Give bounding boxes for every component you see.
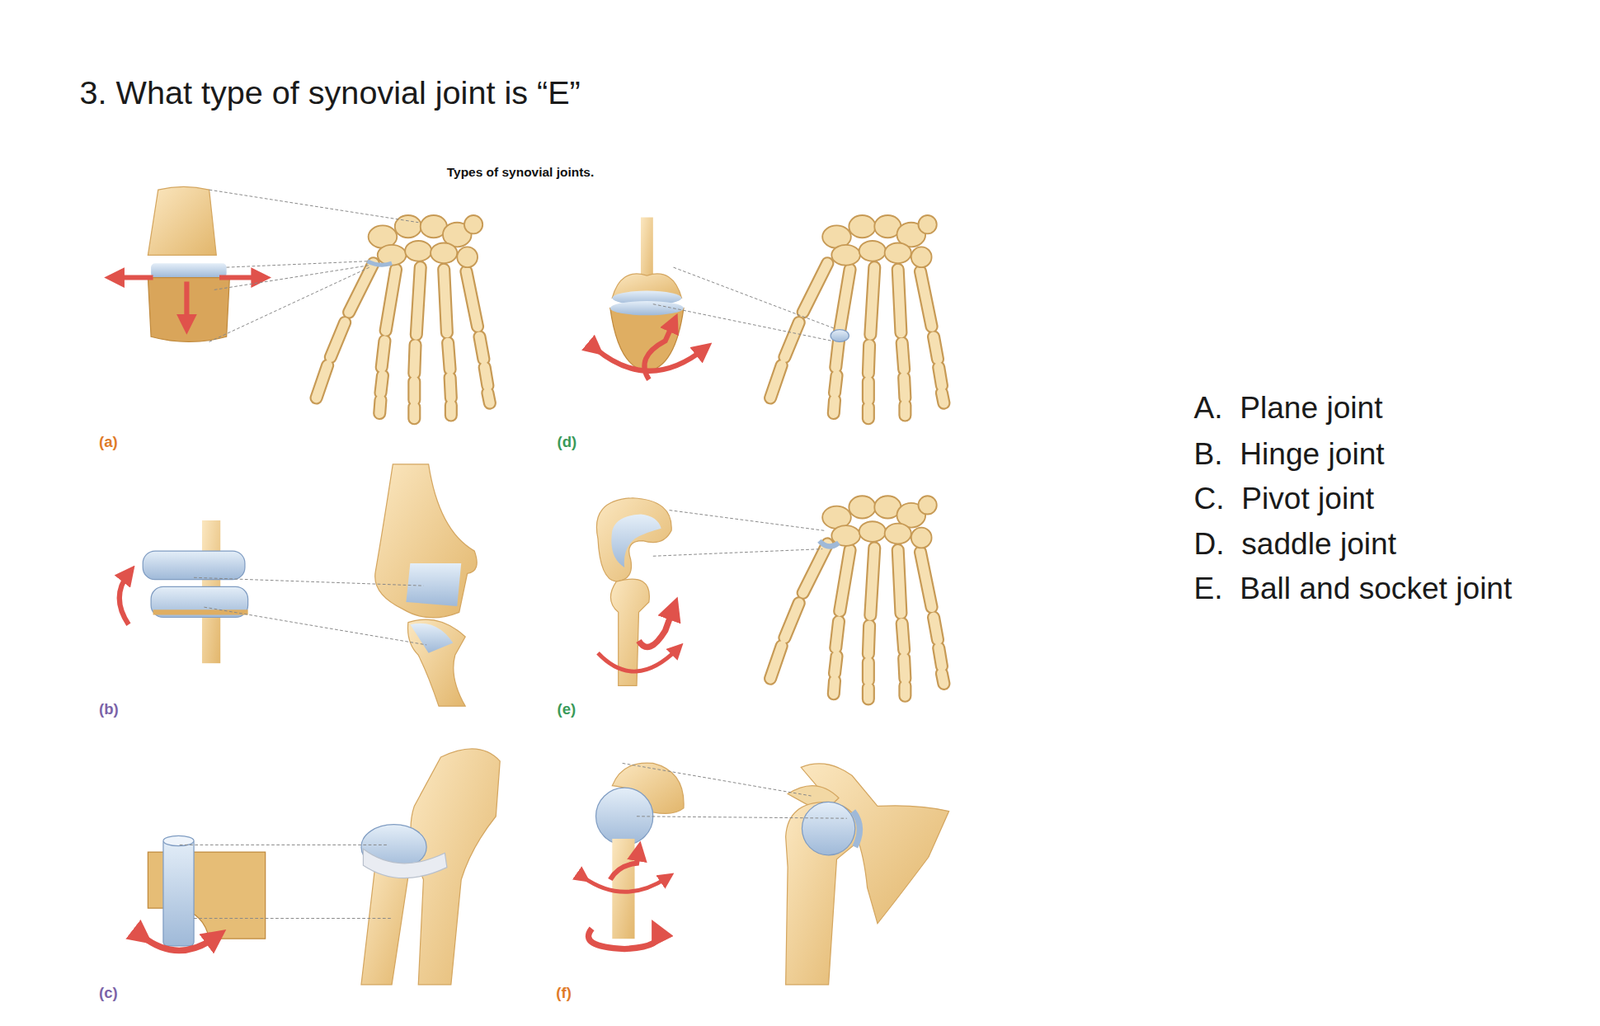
panel-letter: (a): [98, 432, 118, 451]
panel-letter: (c): [98, 983, 118, 1002]
answer-option: A. Plane joint: [1194, 390, 1384, 426]
answer-option: D. saddle joint: [1194, 526, 1398, 561]
figure-heading: Types of synovial joints.: [447, 164, 594, 179]
answer-option: B. Hinge joint: [1194, 437, 1385, 472]
answer-option: C. Pivot joint: [1194, 481, 1375, 517]
panel-letter: (b): [98, 700, 119, 718]
panel-letter: (e): [557, 700, 577, 718]
answer-option: E. Ball and socket joint: [1194, 571, 1513, 607]
panel-letter: (d): [557, 432, 578, 451]
question-title: 3. What type of synovial joint is “E”: [80, 74, 581, 113]
panel-letter: (f): [555, 983, 572, 1002]
